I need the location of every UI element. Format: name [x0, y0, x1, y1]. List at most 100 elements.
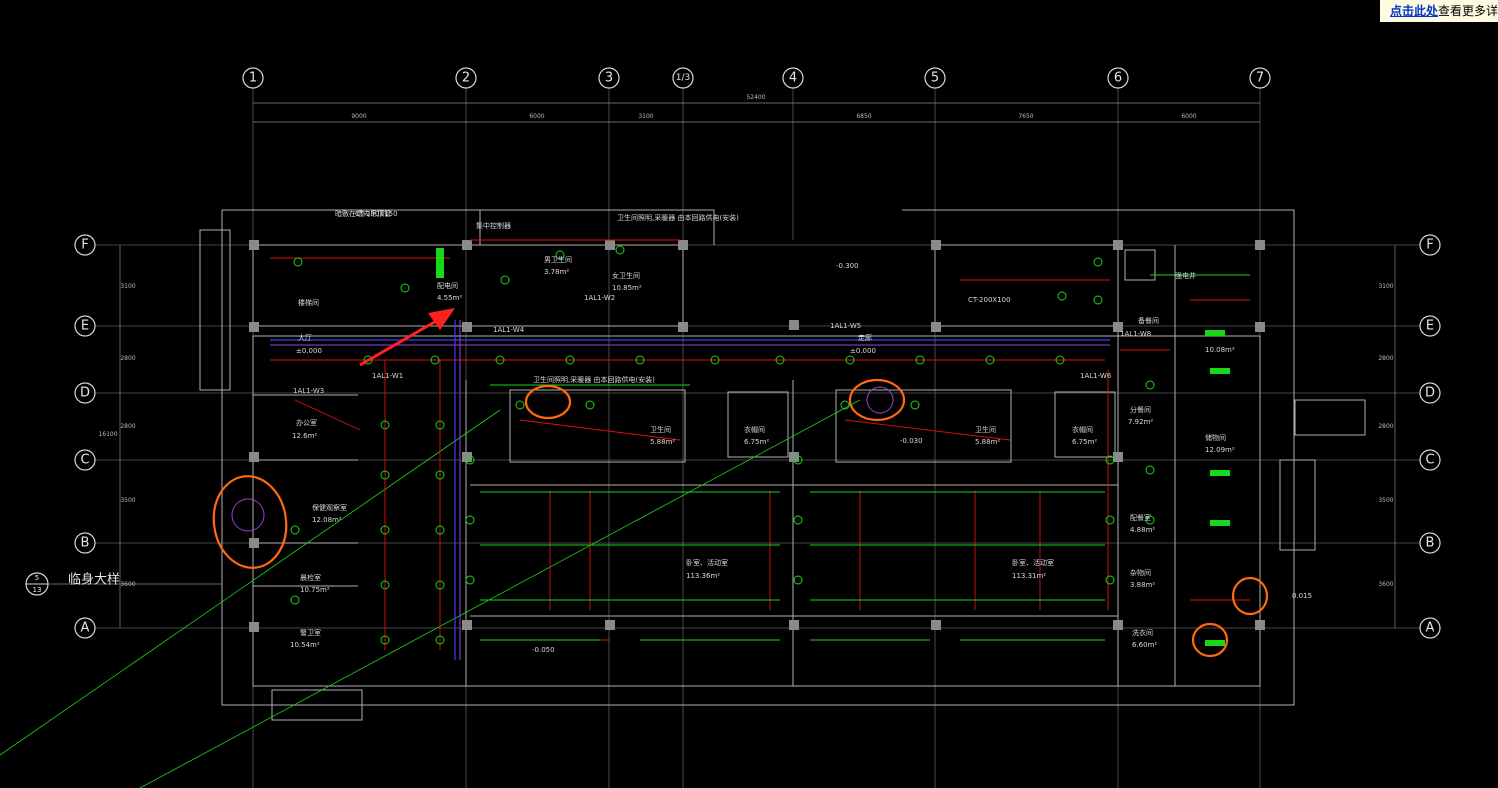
span-dimension: 6850: [856, 113, 871, 120]
side-dimension: 2800: [120, 423, 135, 430]
duct-tag: CT-200X150: [355, 210, 398, 218]
room-label: 分餐间: [1130, 405, 1151, 414]
room-label: 衣帽间: [744, 425, 765, 434]
room-area: 5.88m²: [975, 438, 1000, 446]
circuit-tag: 1AL1-W5: [830, 322, 861, 330]
room-label: 衣帽间: [1072, 425, 1093, 434]
side-dimension: 2800: [1378, 355, 1393, 362]
side-dimension: 2800: [120, 355, 135, 362]
circuit-tag: 1AL1-W8: [1120, 330, 1151, 338]
grid-bubble-F-right: F: [1419, 234, 1441, 256]
room-area: 3.88m²: [1130, 581, 1155, 589]
room-level: ±0.000: [296, 347, 322, 355]
side-dimension: 2800: [1378, 423, 1393, 430]
circuit-tags: 1AL1-W1 1AL1-W2 1AL1-W3 1AL1-W4 1AL1-W5 …: [293, 210, 1312, 654]
room-area: 6.75m²: [1072, 438, 1097, 446]
orange-markup-circles: [212, 378, 1269, 658]
circuit-tag: 1AL1-W3: [293, 387, 324, 395]
span-dimension: 7650: [1018, 113, 1033, 120]
svg-text:1: 1: [249, 71, 257, 86]
level-tag: -0.050: [532, 646, 555, 654]
room-area: 12.6m²: [292, 432, 317, 440]
grid-bubble-A-right: A: [1419, 617, 1441, 639]
svg-text:13: 13: [33, 586, 42, 594]
grid-bubble-E-right: E: [1419, 315, 1441, 337]
svg-text:C: C: [1425, 453, 1434, 468]
drawing-notes: 暗敷在墙内吊顶管 卫生间照明,采暖器 由本回路供电(安装) 卫生间照明,采暖器 …: [335, 209, 739, 384]
room-label: 配电间: [437, 281, 458, 290]
building-walls: [199, 209, 1366, 721]
room-label: 卧室、活动室: [686, 558, 728, 567]
dimension-texts: 52400 9000 6000 3100 6850 7650 6000 3100…: [98, 94, 1393, 588]
svg-text:B: B: [1426, 536, 1435, 551]
structural-columns: [249, 240, 1265, 632]
grid-bubble-A-left: A: [74, 617, 96, 639]
side-dimension: 3100: [1378, 283, 1393, 290]
main-conduit: [270, 320, 1110, 660]
dimension-lines: [119, 102, 1396, 628]
room-label: 走廊: [858, 333, 872, 342]
room-area: 5.88m²: [650, 438, 675, 446]
room-area: 3.78m²: [544, 268, 569, 276]
note: 集中控制器: [476, 221, 511, 230]
grid-bubble-D-left: D: [74, 382, 96, 404]
svg-text:2: 2: [462, 71, 470, 86]
room-label: 警卫室: [300, 628, 321, 637]
grid-bubble-3: 3: [598, 67, 620, 89]
ad-banner: 点击此处查看更多详: [1380, 0, 1498, 22]
svg-text:D: D: [80, 386, 90, 401]
room-label: 杂物间: [1130, 568, 1151, 577]
grid-bubble-1: 1: [242, 67, 264, 89]
room-area: 113.31m²: [1012, 572, 1046, 580]
red-arrow-annotation: [359, 308, 455, 367]
svg-text:F: F: [81, 238, 88, 253]
grid-bubble-C-right: C: [1419, 449, 1441, 471]
svg-text:A: A: [1426, 621, 1435, 636]
room-label: 卧室、活动室: [1012, 558, 1054, 567]
grid-bubble-5: 5: [924, 67, 946, 89]
grid-bubble-F-left: F: [74, 234, 96, 256]
room-area: 6.75m²: [744, 438, 769, 446]
svg-text:F: F: [1426, 238, 1433, 253]
room-label: 配餐室: [1130, 513, 1151, 522]
room-area: 12.08m²: [312, 516, 342, 524]
circuit-tag: 1AL1-W4: [493, 326, 525, 334]
grid-bubble-1-3: 1/3: [672, 67, 694, 89]
svg-text:6: 6: [1114, 71, 1122, 86]
circuit-tag: 1AL1-W6: [1080, 372, 1112, 380]
grid-bubble-2: 2: [455, 67, 477, 89]
svg-text:5: 5: [931, 71, 939, 86]
room-label: 晨检室: [300, 573, 321, 582]
room-area: 113.36m²: [686, 572, 720, 580]
level-tag: -0.030: [900, 437, 923, 445]
note: 暗敷在墙内吊顶管: [335, 209, 391, 218]
room-labels: 大厅 ±0.000 走廊 ±0.000 办公室 12.6m² 保健观察室 12.…: [290, 255, 1235, 649]
room-label: 男卫生间: [544, 255, 572, 264]
room-area: 4.88m²: [1130, 526, 1155, 534]
svg-text:1/3: 1/3: [676, 73, 690, 83]
side-dimension: 3500: [120, 497, 135, 504]
svg-text:E: E: [81, 319, 89, 334]
room-label: 办公室: [296, 418, 317, 427]
room-level: ±0.000: [850, 347, 876, 355]
note: 卫生间照明,采暖器 由本回路供电(安装): [617, 213, 739, 222]
room-label: 卫生间: [650, 425, 671, 434]
grid-bubble-B-left: B: [74, 532, 96, 554]
construction-lines: [0, 399, 861, 788]
banner-link[interactable]: 点击此处: [1390, 4, 1439, 18]
fixture-blocks: [436, 248, 1230, 646]
grid-bubble-7: 7: [1249, 67, 1271, 89]
room-area: 12.09m²: [1205, 446, 1235, 454]
span-dimension: 6000: [1181, 113, 1196, 120]
top-grid-bubbles: 1 2 3 1/3 4 5 6 7: [242, 67, 1271, 89]
svg-text:3: 3: [605, 71, 613, 86]
svg-text:5: 5: [35, 574, 39, 582]
room-label: 备餐间: [1138, 316, 1159, 325]
svg-text:B: B: [81, 536, 90, 551]
room-area: 10.08m²: [1205, 346, 1235, 354]
room-label: 强电井: [1175, 271, 1196, 280]
room-area: 10.85m²: [612, 284, 642, 292]
span-dimension: 9000: [351, 113, 366, 120]
left-grid-bubbles: F E D C B A: [74, 234, 96, 639]
